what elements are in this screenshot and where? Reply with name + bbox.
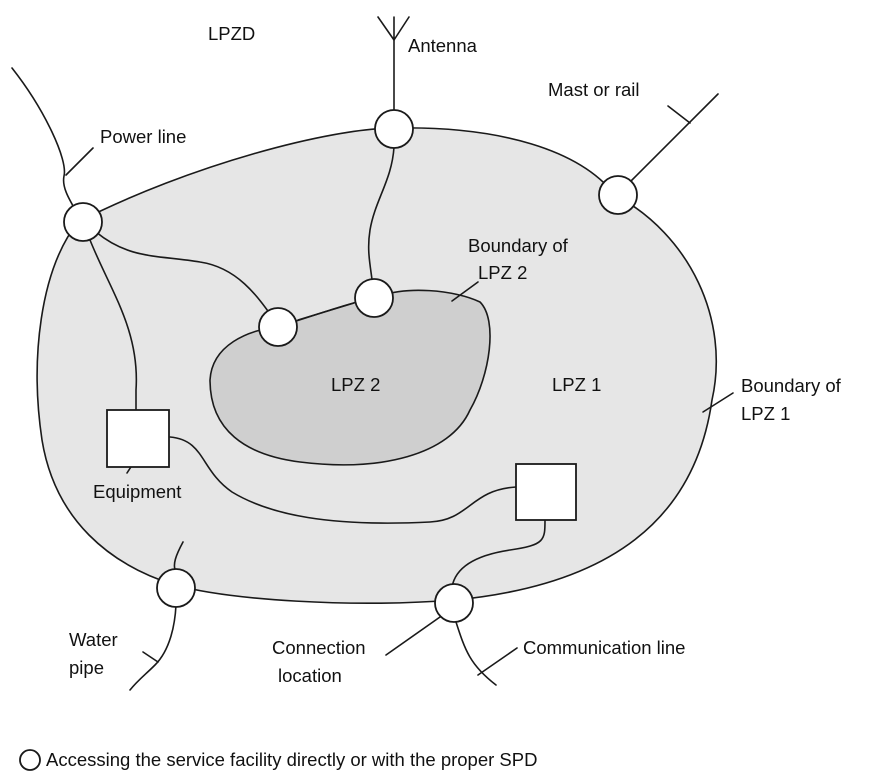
power-to-equipment-wire [89,239,138,411]
equipment-box-right [515,463,577,521]
label-boundary-lpz1-1: Boundary of [741,375,842,396]
power-line-leader [65,147,94,176]
label-equipment: Equipment [93,481,181,502]
power-to-lpz2-wire [95,231,279,326]
legend-text: Accessing the service facility directly … [46,749,537,770]
label-lpzd: LPZD [208,23,255,44]
label-boundary-lpz2-1: Boundary of [468,235,569,256]
boundary-lpz2-leader [451,281,479,302]
label-lpz2: LPZ 2 [331,374,380,395]
water-pipe-leader [142,651,159,663]
boundary-lpz1-leader [702,392,734,413]
equipment-box-left [106,409,170,468]
label-communication: Communication line [523,637,685,658]
spd-node-water [156,568,196,608]
label-lpz1: LPZ 1 [552,374,601,395]
spd-node-lpz2-top [354,278,394,318]
label-water-2: pipe [69,657,104,678]
label-connection-2: location [278,665,342,686]
label-boundary-lpz2-2: LPZ 2 [478,262,527,283]
communication-leader [477,647,518,676]
spd-node-power [63,202,103,242]
mast-leader [667,105,691,124]
label-water-1: Water [69,629,118,650]
legend-circle-icon [19,749,41,771]
label-power-line: Power line [100,126,186,147]
spd-node-antenna [374,109,414,149]
label-connection-1: Connection [272,637,366,658]
lpz2-link-wire [297,302,355,321]
antenna-fork-icon [377,16,410,41]
communication-line-wire [455,621,497,686]
label-mast: Mast or rail [548,79,640,100]
equipment-to-connection-wire [451,519,546,588]
label-antenna: Antenna [408,35,478,56]
equipment-link-cable [169,436,517,524]
antenna-to-lpz2-wire [367,146,395,299]
connection-leader [385,616,441,656]
label-boundary-lpz1-2: LPZ 1 [741,403,790,424]
power-line-wire [11,67,83,223]
spd-node-mast [598,175,638,215]
spd-node-communication [434,583,474,623]
mast-wire [628,93,719,184]
spd-node-lpz2-left [258,307,298,347]
